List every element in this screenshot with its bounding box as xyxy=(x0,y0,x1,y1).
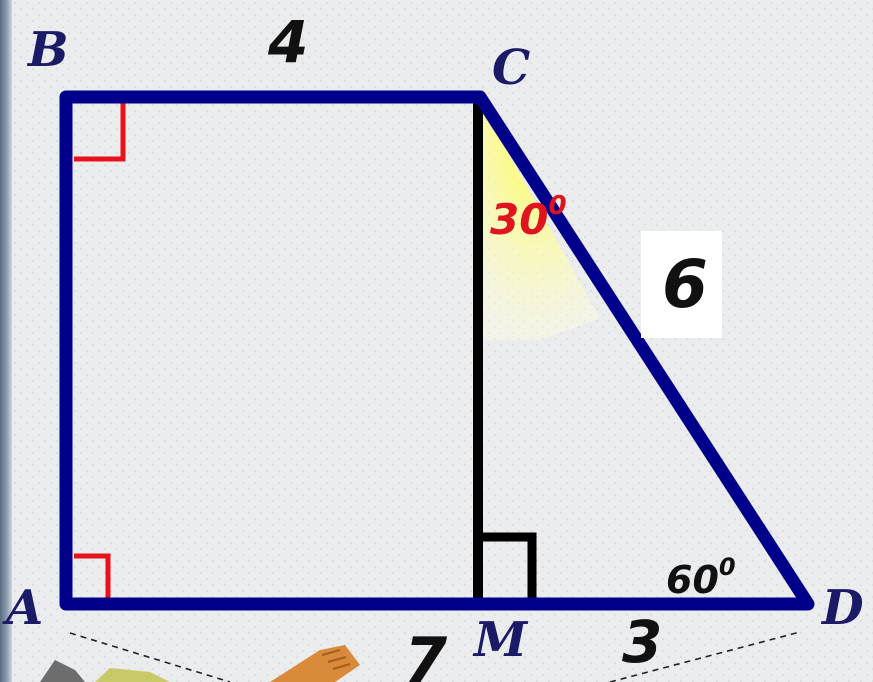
angle-60-value: 60 xyxy=(666,558,719,602)
point-label-m: M xyxy=(472,612,529,668)
vertex-label-d: D xyxy=(820,580,864,636)
right-angle-mark-m xyxy=(478,532,537,600)
right-angle-mark-a xyxy=(74,553,111,603)
angle-30-value: 30 xyxy=(490,195,548,244)
stationery-clipart xyxy=(40,645,360,682)
angle-30-degree: 0 xyxy=(548,191,566,221)
length-bc: 4 xyxy=(267,8,308,76)
side-cd-label-box xyxy=(641,231,722,338)
angle-label-60: 600 xyxy=(666,553,736,602)
vertex-label-b: B xyxy=(26,22,69,78)
vertex-label-c: C xyxy=(492,40,530,96)
angle-label-30: 300 xyxy=(490,191,567,244)
length-cd: 6 xyxy=(662,246,708,323)
trapezoid-abcd xyxy=(59,90,815,611)
length-md: 3 xyxy=(622,608,662,676)
dotted-background xyxy=(12,0,873,682)
length-ad: 7 xyxy=(404,624,448,682)
dashed-line-left xyxy=(69,632,231,682)
left-border-strip xyxy=(0,0,12,682)
vertex-label-a: A xyxy=(2,580,43,636)
angle-highlight-30 xyxy=(478,100,600,340)
angle-60-degree: 0 xyxy=(719,553,736,581)
right-angle-mark-b xyxy=(74,100,126,162)
